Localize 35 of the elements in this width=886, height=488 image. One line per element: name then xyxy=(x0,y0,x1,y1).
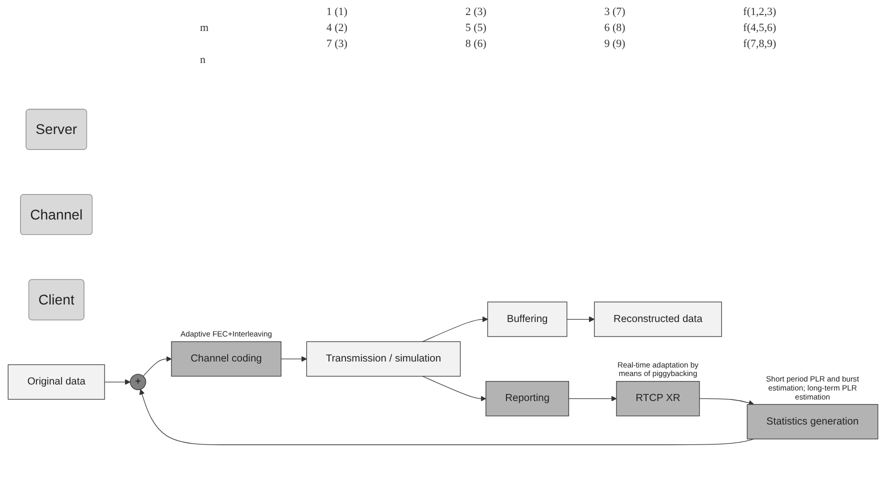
matrix-label: f(4,5,6) xyxy=(743,22,778,34)
process-box: Channel coding xyxy=(171,341,282,377)
process-box: RTCP XR xyxy=(616,381,700,416)
matrix-label: 1 (1) xyxy=(326,6,348,18)
process-box: Transmission / simulation xyxy=(306,341,461,377)
arrow xyxy=(699,398,754,406)
section-header: Client xyxy=(28,279,84,320)
arrow xyxy=(280,356,307,362)
section-header: Server xyxy=(26,108,88,150)
process-box: Reconstructed data xyxy=(594,302,722,337)
arrow xyxy=(422,376,486,402)
matrix-label: 2 (3) xyxy=(465,6,488,18)
section-header: Channel xyxy=(20,194,93,236)
process-box: Buffering xyxy=(487,302,568,337)
arrow xyxy=(139,389,754,446)
process-box: Original data xyxy=(8,364,105,400)
matrix-label: f(7,8,9) xyxy=(743,38,778,50)
arrow xyxy=(566,316,595,322)
arrow xyxy=(142,356,172,377)
matrix-label: 5 (5) xyxy=(465,22,488,34)
process-box: Statistics generation xyxy=(746,404,878,440)
matrix-label: 6 (8) xyxy=(604,22,626,34)
matrix-label: 3 (7) xyxy=(604,6,626,18)
arrow xyxy=(422,316,488,342)
matrix-label: f(1,2,3) xyxy=(743,6,778,18)
arrow xyxy=(568,396,617,402)
matrix-label: 9 (9) xyxy=(604,38,626,50)
matrix-label: 4 (2) xyxy=(326,22,348,34)
matrix-label: 8 (6) xyxy=(465,38,488,50)
matrix-label: m xyxy=(200,22,210,34)
matrix-label: n xyxy=(200,54,206,66)
sum-circle: + xyxy=(130,374,146,390)
process-box: Reporting xyxy=(486,381,570,416)
matrix-label: 7 (3) xyxy=(326,38,348,50)
arrow xyxy=(104,379,130,385)
